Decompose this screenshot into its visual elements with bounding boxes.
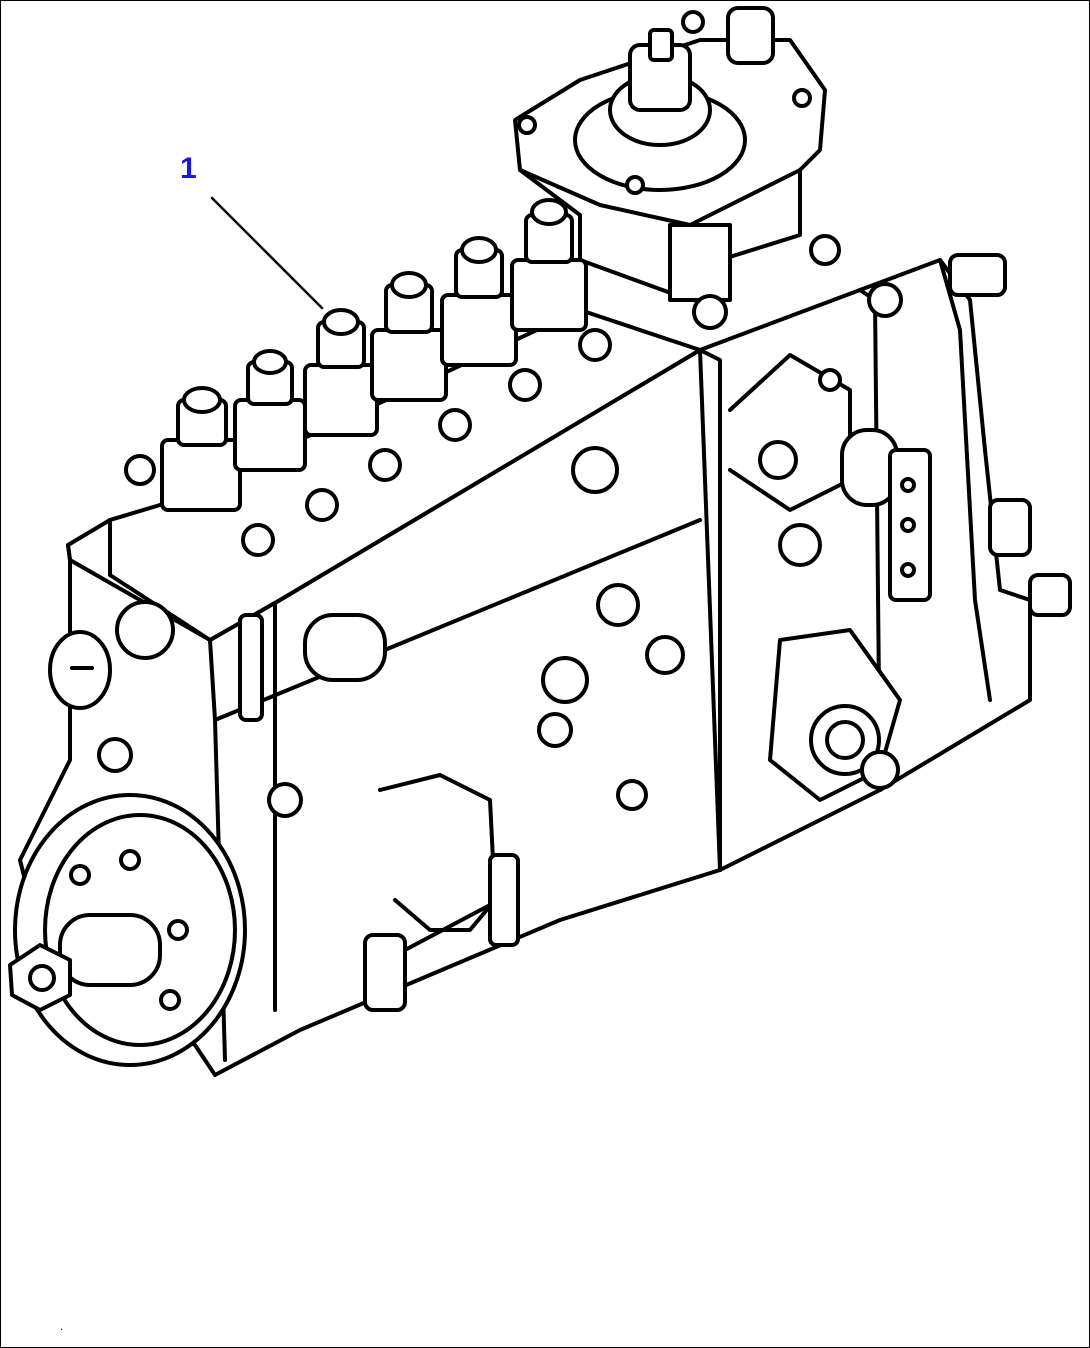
valve-holder-4 [370,271,448,402]
valve-holder-2 [233,349,307,472]
housing-plugs [48,446,685,811]
lower-fittings [267,773,520,1012]
governor-details [728,253,1072,802]
top-cover-assembly [513,6,841,330]
footer-dot: . [60,1322,64,1333]
valve-holder-5 [440,236,518,367]
head-nuts [124,328,612,557]
callout-label-1: 1 [180,152,197,185]
drive-flange [8,793,247,1067]
delivery-valve-holders [160,198,588,512]
valve-holder-3 [303,308,379,437]
valve-holder-1 [160,386,242,512]
callout-leader-line [210,196,324,310]
valve-holder-6 [510,198,588,332]
